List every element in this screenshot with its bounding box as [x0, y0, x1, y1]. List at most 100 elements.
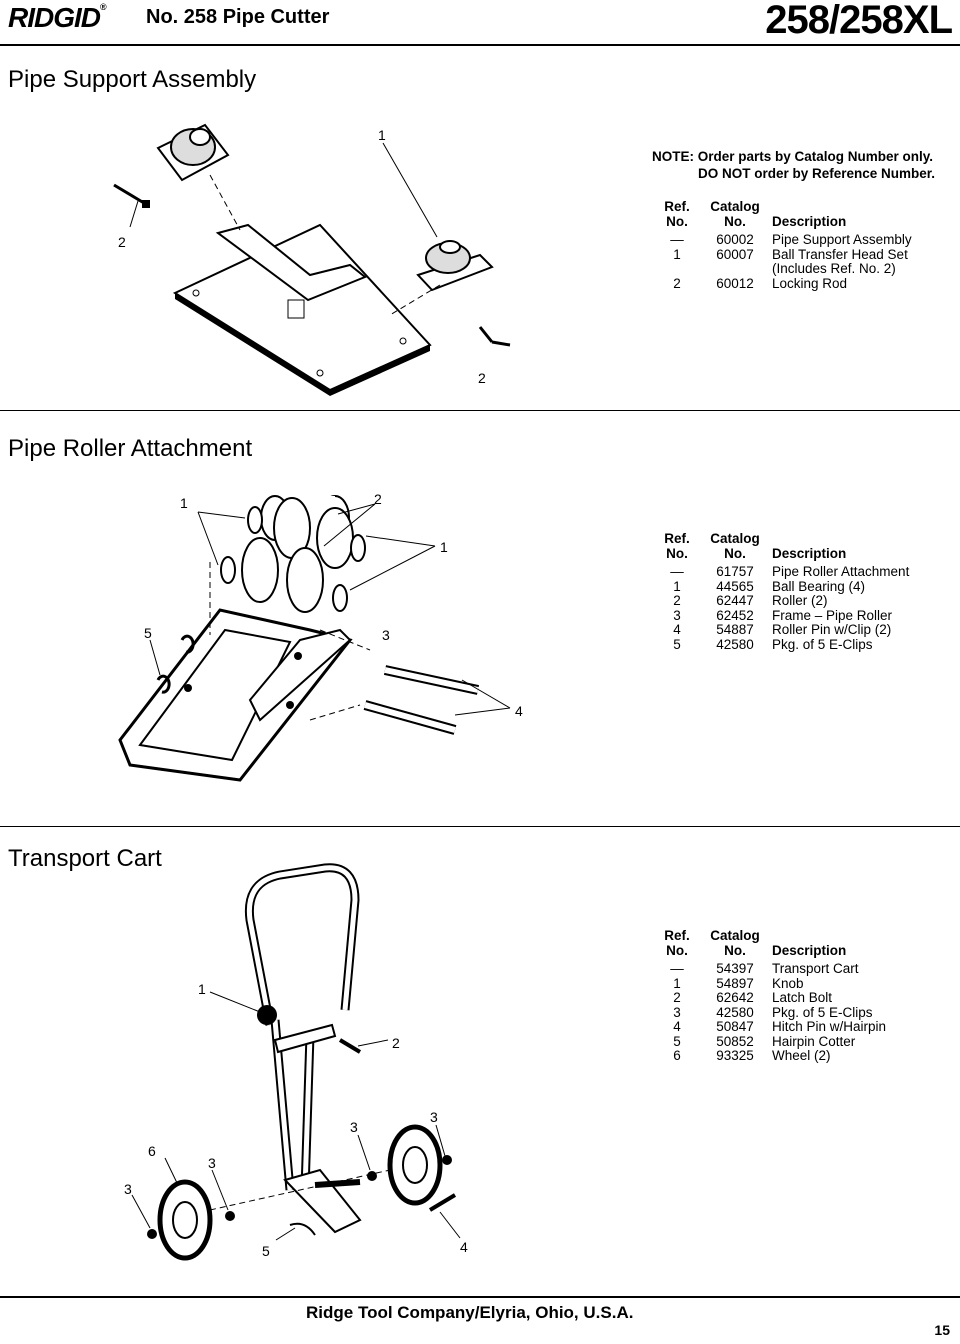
table-row: — 54397 Transport Cart — [652, 961, 886, 977]
callout: 2 — [374, 491, 382, 507]
callout: 2 — [392, 1035, 400, 1051]
table-row: 2 62642 Latch Bolt — [652, 990, 886, 1006]
description-cell: Ball Transfer Head Set — [772, 246, 908, 262]
ref-cell: 2 — [673, 275, 681, 291]
document-title: No. 258 Pipe Cutter — [146, 6, 330, 28]
ref-cell: 1 — [673, 246, 681, 262]
transport-cart-diagram: 1 2 6 3 3 3 3 5 4 — [124, 863, 468, 1261]
header-ref: No. — [666, 545, 688, 561]
callout: 3 — [430, 1109, 438, 1125]
header-ref: No. — [666, 213, 688, 229]
pipe-support-diagram: 1 2 2 — [113, 123, 511, 396]
catalog-cell — [702, 262, 768, 277]
description-cell: Hitch Pin w/Hairpin — [772, 1019, 887, 1034]
model-number: 258/258XL — [765, 0, 953, 42]
callout: 2 — [118, 234, 126, 250]
header-blank — [768, 532, 909, 547]
callout: 5 — [144, 625, 152, 641]
ref-cell: 5 — [673, 636, 681, 652]
description-cell: Pipe Roller Attachment — [772, 564, 910, 579]
catalog-cell: 50847 — [716, 1019, 754, 1034]
table-header-row: No. No. Description — [652, 213, 912, 230]
callout: 1 — [378, 127, 386, 143]
ref-cell: — — [670, 564, 684, 579]
callout: 3 — [208, 1155, 216, 1171]
catalog-cell: 62642 — [716, 990, 754, 1005]
callout: 3 — [124, 1181, 132, 1197]
header-rule — [0, 44, 960, 46]
catalog-cell: 62447 — [716, 593, 754, 608]
table-header-row: No. No. Description — [652, 942, 886, 959]
callout: 1 — [198, 981, 206, 997]
description-cell: Latch Bolt — [772, 990, 833, 1005]
note-line: DO NOT order by Reference Number. — [698, 166, 936, 181]
catalog-cell: 44565 — [716, 578, 754, 594]
description-cell: Transport Cart — [772, 961, 859, 976]
table-header-row: Ref. Catalog — [652, 928, 886, 944]
header-ref: Ref. — [664, 199, 690, 214]
description-cell: Pkg. of 5 E-Clips — [772, 636, 873, 652]
table-row: 1 60007 Ball Transfer Head Set — [652, 246, 912, 263]
description-cell: (Includes Ref. No. 2) — [772, 261, 896, 276]
header-catalog: No. — [724, 213, 746, 229]
table-row: 4 50847 Hitch Pin w/Hairpin — [652, 1019, 887, 1035]
header-ref: No. — [666, 942, 688, 958]
header-description: Description — [772, 942, 847, 958]
table-row: 5 42580 Pkg. of 5 E-Clips — [652, 636, 909, 653]
header-catalog: Catalog — [710, 199, 760, 214]
catalog-cell: 60007 — [716, 246, 754, 262]
header-blank — [768, 929, 886, 944]
order-note: NOTE: Order parts by Catalog Number only… — [652, 148, 935, 182]
section-title-pipe-support: Pipe Support Assembly — [8, 66, 257, 93]
description-cell: Wheel (2) — [772, 1048, 831, 1063]
catalog-cell: 60002 — [716, 232, 754, 247]
callout: 3 — [350, 1119, 358, 1135]
ref-cell: 3 — [673, 607, 681, 623]
callout: 3 — [382, 627, 390, 643]
ref-cell: 3 — [673, 1004, 681, 1020]
table-row: 6 93325 Wheel (2) — [652, 1048, 886, 1064]
header-ref: Ref. — [664, 928, 690, 943]
header-description: Description — [772, 545, 847, 561]
callout: 1 — [440, 539, 448, 555]
section-title-pipe-roller: Pipe Roller Attachment — [8, 435, 253, 462]
callout: 4 — [515, 703, 523, 719]
ref-cell: 6 — [673, 1048, 681, 1063]
section-divider — [0, 826, 960, 827]
footer-company: Ridge Tool Company/Elyria, Ohio, U.S.A. — [306, 1303, 634, 1322]
catalog-cell: 42580 — [716, 636, 754, 652]
catalog-cell: 93325 — [716, 1048, 754, 1063]
description-cell: Ball Bearing (4) — [772, 578, 866, 594]
ref-cell: 4 — [673, 1019, 681, 1034]
ref-cell: 1 — [673, 578, 681, 594]
ref-cell — [652, 262, 702, 277]
description-cell: Pipe Support Assembly — [772, 232, 912, 247]
description-cell: Pkg. of 5 E-Clips — [772, 1004, 873, 1020]
pipe-roller-diagram: 1 2 1 5 3 4 — [118, 491, 523, 782]
ref-cell: 1 — [673, 975, 681, 991]
callout: 6 — [148, 1143, 156, 1159]
description-cell: Roller (2) — [772, 593, 828, 608]
callout: 4 — [460, 1239, 468, 1255]
description-cell: Frame – Pipe Roller — [772, 607, 893, 623]
footer-rule — [0, 1296, 960, 1298]
description-cell: Knob — [772, 975, 804, 991]
ref-cell: — — [670, 961, 684, 976]
table-header-row: No. No. Description — [652, 545, 909, 562]
callout: 2 — [478, 370, 486, 386]
ref-cell: 2 — [673, 593, 681, 608]
callout: 5 — [262, 1243, 270, 1259]
ref-cell: 2 — [673, 990, 681, 1005]
header-catalog: Catalog — [710, 531, 760, 546]
brand-logo: RIDGID® — [8, 2, 107, 33]
catalog-cell: 54397 — [716, 961, 754, 976]
